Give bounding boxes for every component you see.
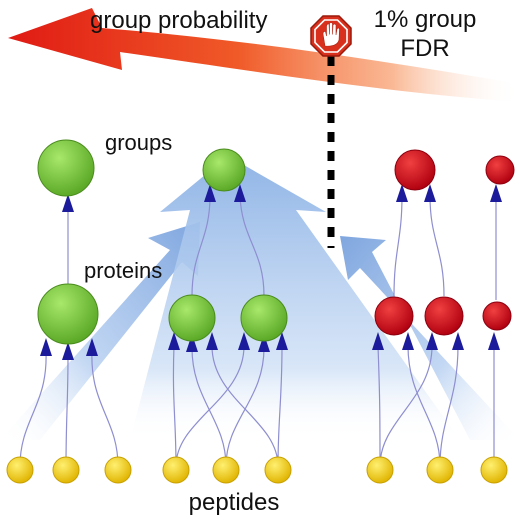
proteins-label: proteins <box>84 258 162 283</box>
protein-node-rejected <box>424 296 464 336</box>
peptide-node <box>426 456 454 484</box>
group-probability-label: group probability <box>90 7 267 34</box>
arrowhead <box>372 332 384 350</box>
arrowhead <box>488 332 500 350</box>
arrowhead <box>186 334 198 352</box>
peptide-node <box>264 456 292 484</box>
arrowhead <box>62 342 74 360</box>
arrowhead <box>426 332 438 350</box>
group-node-accepted <box>37 139 95 197</box>
edges-peptides-to-proteins <box>19 345 495 467</box>
protein-node-accepted <box>240 294 288 342</box>
protein-node-accepted <box>37 283 99 345</box>
peptide-node <box>162 456 190 484</box>
arrowhead <box>396 184 408 202</box>
arrowhead <box>86 338 98 356</box>
arrowhead <box>234 184 246 202</box>
fdr-label-line1: 1% group <box>374 6 477 33</box>
groups-label: groups <box>105 130 172 155</box>
probability-arrow <box>8 8 520 102</box>
stop-hand-icon <box>310 15 352 57</box>
arrowhead <box>204 184 216 202</box>
arrowhead <box>424 184 436 202</box>
group-node-rejected <box>485 155 515 185</box>
peptide-node <box>52 456 80 484</box>
arrowhead <box>168 332 180 350</box>
protein-node-rejected <box>374 296 414 336</box>
fdr-label-line2: FDR <box>400 35 449 62</box>
inference-arrows <box>0 156 520 440</box>
arrowhead <box>206 332 218 350</box>
arrowhead <box>402 332 414 350</box>
arrowhead <box>62 194 74 212</box>
edges-proteins-to-groups <box>67 186 497 300</box>
arrowhead <box>258 334 270 352</box>
group-node-accepted <box>202 148 246 192</box>
peptide-node <box>212 456 240 484</box>
protein-node-rejected <box>482 301 512 331</box>
arrowhead <box>490 184 502 202</box>
peptide-node <box>480 456 508 484</box>
protein-node-accepted <box>168 294 216 342</box>
group-nodes <box>37 139 515 197</box>
arrowhead <box>238 332 250 350</box>
arrowhead <box>40 338 52 356</box>
arrowhead <box>276 332 288 350</box>
peptide-node <box>104 456 132 484</box>
peptides-label: peptides <box>189 489 280 516</box>
arrowhead <box>452 332 464 350</box>
peptide-nodes <box>6 456 508 484</box>
peptide-node <box>366 456 394 484</box>
peptide-node <box>6 456 34 484</box>
group-node-rejected <box>394 149 436 191</box>
protein-nodes <box>37 283 512 345</box>
edge-arrowheads <box>40 184 502 360</box>
